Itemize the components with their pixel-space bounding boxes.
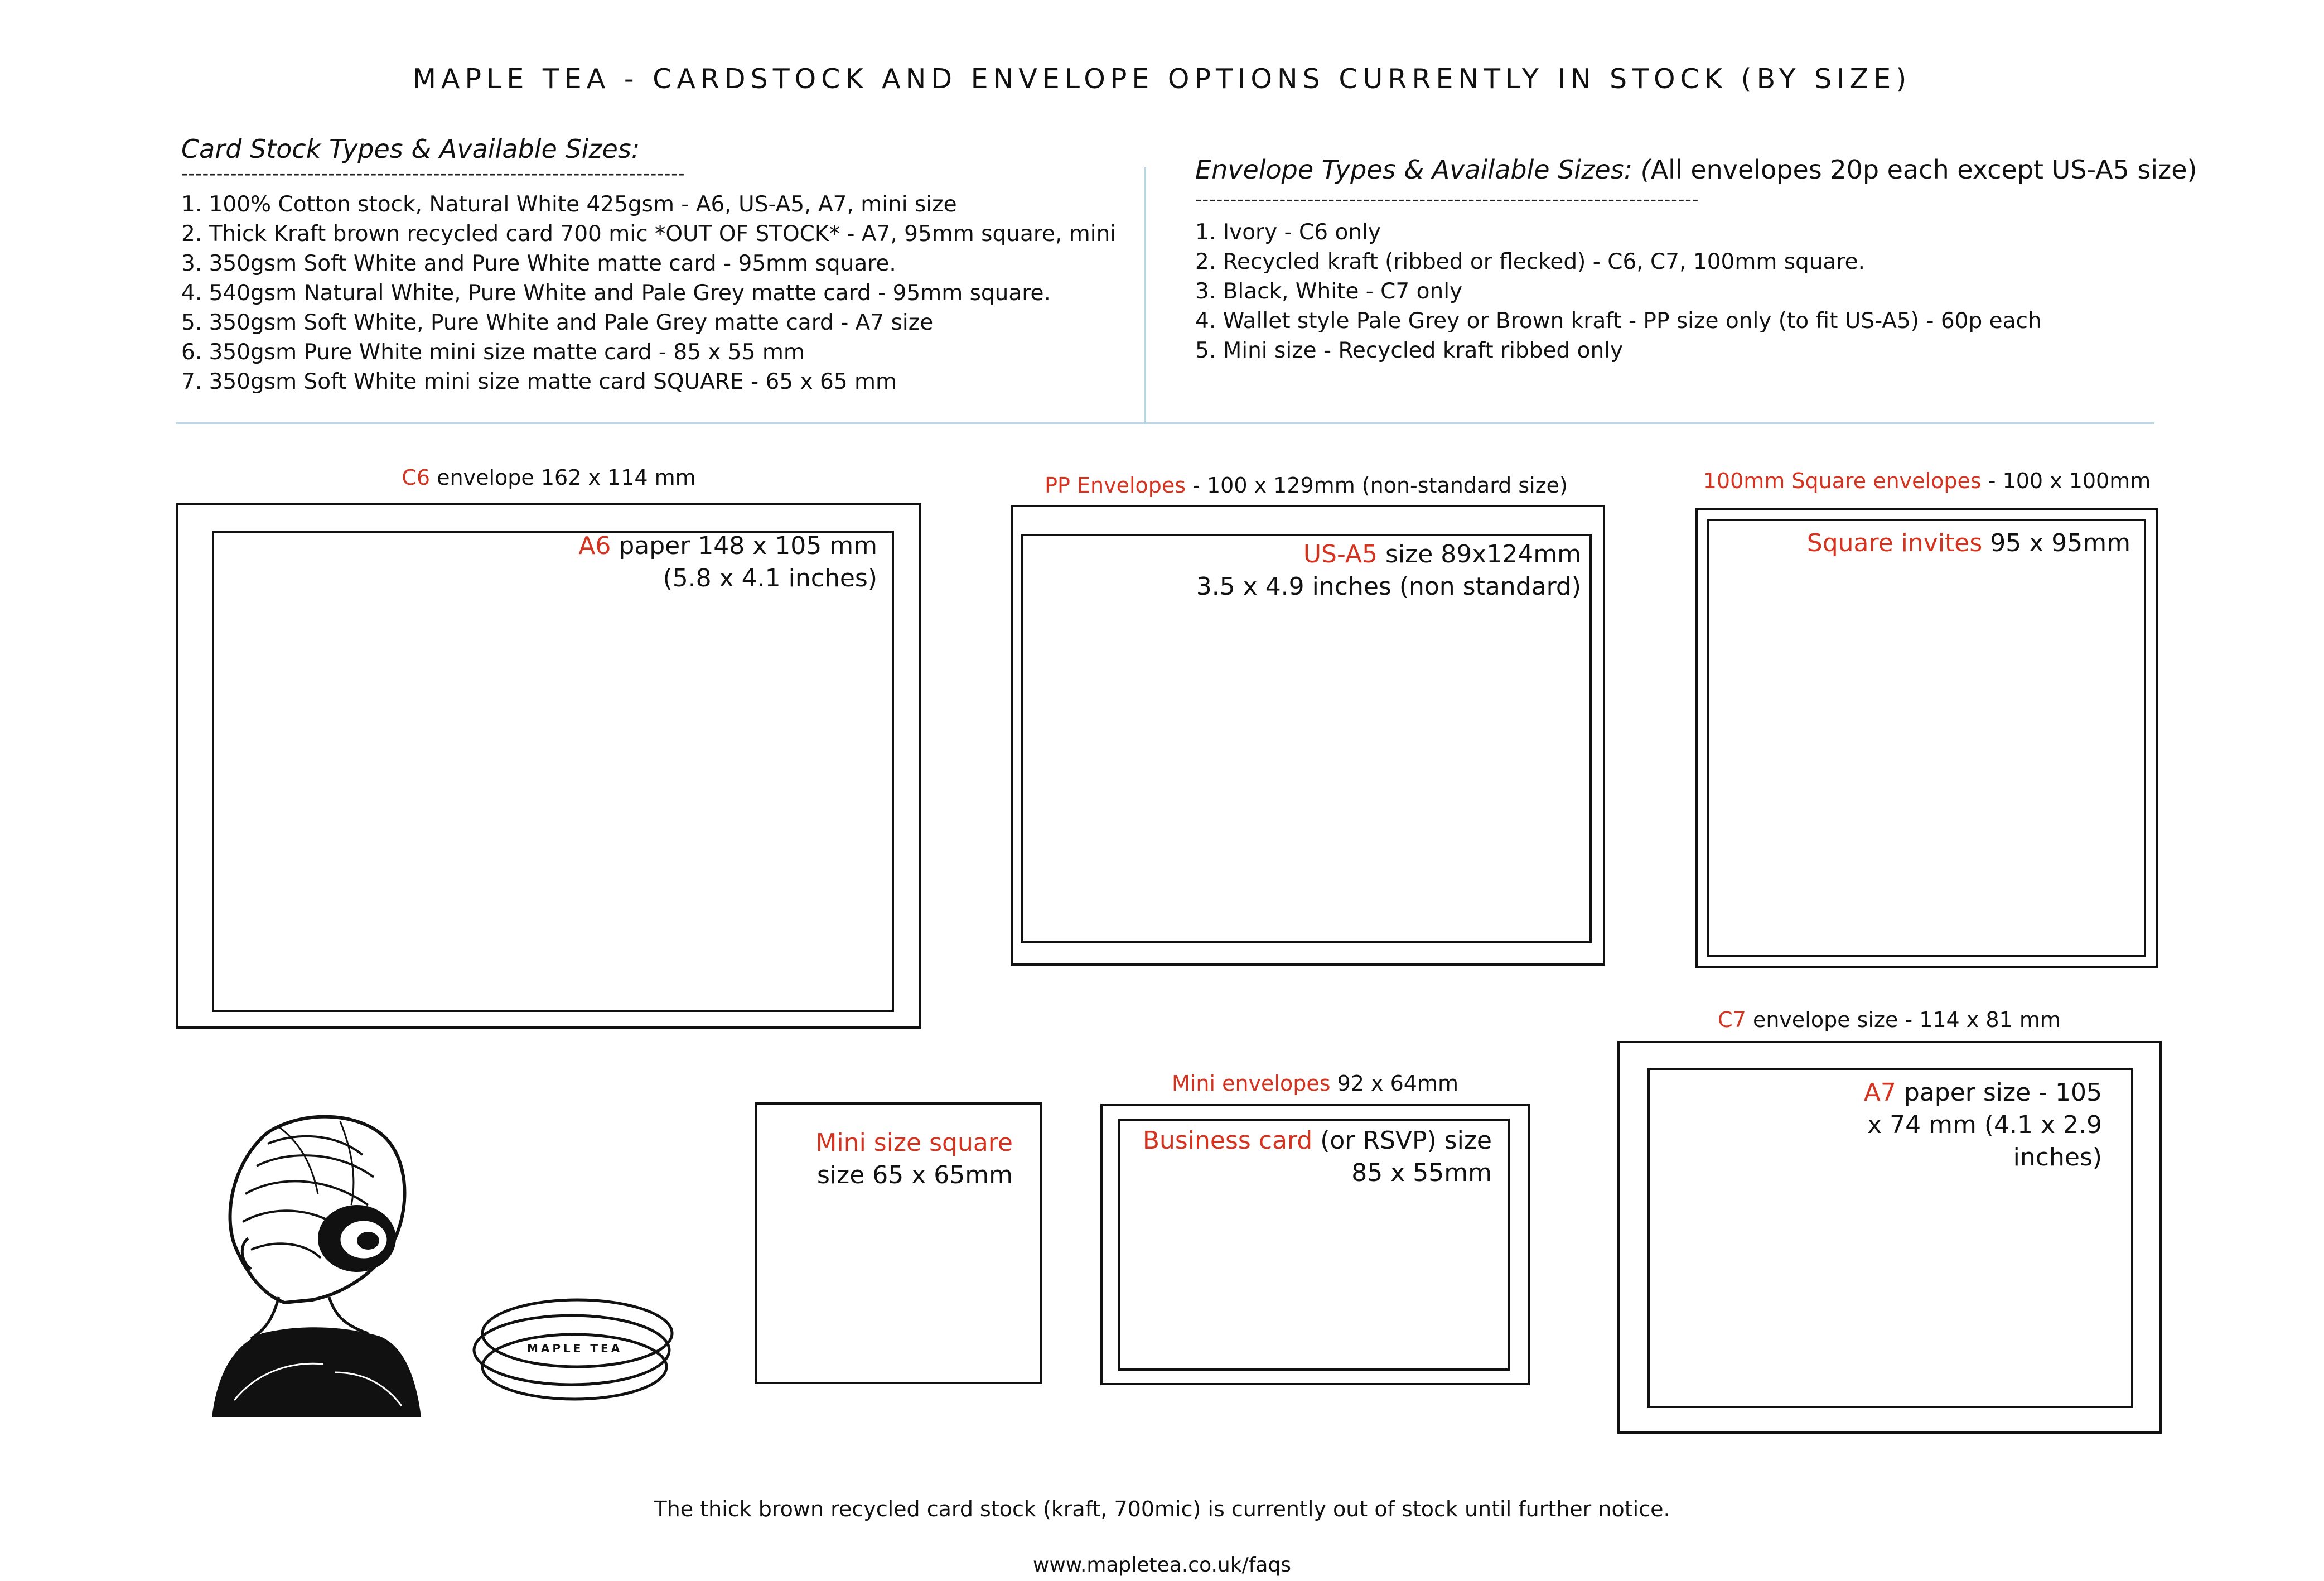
woman-hair-bun-illustration xyxy=(212,1115,421,1417)
card-stock-divider: ----------------------------------------… xyxy=(181,163,685,184)
envelope-list: 1. Ivory - C6 only 2. Recycled kraft (ri… xyxy=(1195,218,2042,365)
pp-envelope-outline xyxy=(1011,505,1605,966)
a6-paper-label: A6 paper 148 x 105 mm(5.8 x 4.1 inches) xyxy=(578,532,877,592)
mini-envelope-outline xyxy=(1100,1104,1530,1385)
page-title: MAPLE TEA - CARDSTOCK AND ENVELOPE OPTIO… xyxy=(412,63,1912,95)
square-invite-label: Square invites 95 x 95mm xyxy=(1806,529,2130,557)
mini-square-outline xyxy=(755,1102,1042,1384)
us-a5-paper-outline xyxy=(1021,534,1592,943)
c7-envelope-outline xyxy=(1617,1041,2162,1434)
list-item: 7. 350gsm Soft White mini size matte car… xyxy=(181,369,897,394)
list-item: 5. 350gsm Soft White, Pure White and Pal… xyxy=(181,310,934,335)
list-item: 4. Wallet style Pale Grey or Brown kraft… xyxy=(1195,309,2042,334)
envelope-heading-italic: Envelope Types & Available Sizes: ( xyxy=(1195,155,1651,185)
a7-paper-outline xyxy=(1647,1068,2133,1408)
vertical-divider xyxy=(1144,167,1146,424)
list-item: 1. 100% Cotton stock, Natural White 425g… xyxy=(181,192,957,217)
list-item: 1. Ivory - C6 only xyxy=(1195,220,1381,245)
footer-note: The thick brown recycled card stock (kra… xyxy=(654,1497,1670,1521)
list-item: 3. Black, White - C7 only xyxy=(1195,279,1463,304)
maple-tea-logo xyxy=(472,1298,674,1401)
square-envelope-label: 100mm Square envelopes - 100 x 100mm xyxy=(1703,469,2151,493)
footer-url-link[interactable]: www.mapletea.co.uk/faqs xyxy=(1032,1554,1292,1577)
logo-text: MAPLE TEA xyxy=(527,1342,623,1355)
envelope-heading-note: All envelopes 20p each except US-A5 size… xyxy=(1650,155,2197,185)
c7-envelope-label: C7 envelope size - 114 x 81 mm xyxy=(1718,1008,2061,1032)
envelope-heading: Envelope Types & Available Sizes: (All e… xyxy=(1195,155,2197,185)
pp-envelope-label: PP Envelopes - 100 x 129mm (non-standard… xyxy=(1045,473,1568,498)
c6-envelope-label: C6 envelope 162 x 114 mm xyxy=(402,465,696,490)
list-item: 5. Mini size - Recycled kraft ribbed onl… xyxy=(1195,338,1624,363)
business-card-outline xyxy=(1118,1119,1510,1371)
square-envelope-outline xyxy=(1695,508,2158,968)
square-invite-outline xyxy=(1707,519,2146,957)
mini-envelope-label: Mini envelopes 92 x 64mm xyxy=(1172,1071,1458,1096)
c6-envelope-outline xyxy=(176,503,921,1029)
card-stock-list: 1. 100% Cotton stock, Natural White 425g… xyxy=(181,190,1116,397)
list-item: 4. 540gsm Natural White, Pure White and … xyxy=(181,281,1051,306)
list-item: 2. Recycled kraft (ribbed or flecked) - … xyxy=(1195,249,1865,274)
horizontal-divider xyxy=(176,422,2154,424)
list-item: 2. Thick Kraft brown recycled card 700 m… xyxy=(181,221,1117,247)
envelope-divider: ----------------------------------------… xyxy=(1195,189,1699,210)
card-stock-heading: Card Stock Types & Available Sizes: xyxy=(181,134,640,164)
list-item: 6. 350gsm Pure White mini size matte car… xyxy=(181,340,805,365)
a6-paper-outline xyxy=(212,531,894,1012)
list-item: 3. 350gsm Soft White and Pure White matt… xyxy=(181,251,896,276)
